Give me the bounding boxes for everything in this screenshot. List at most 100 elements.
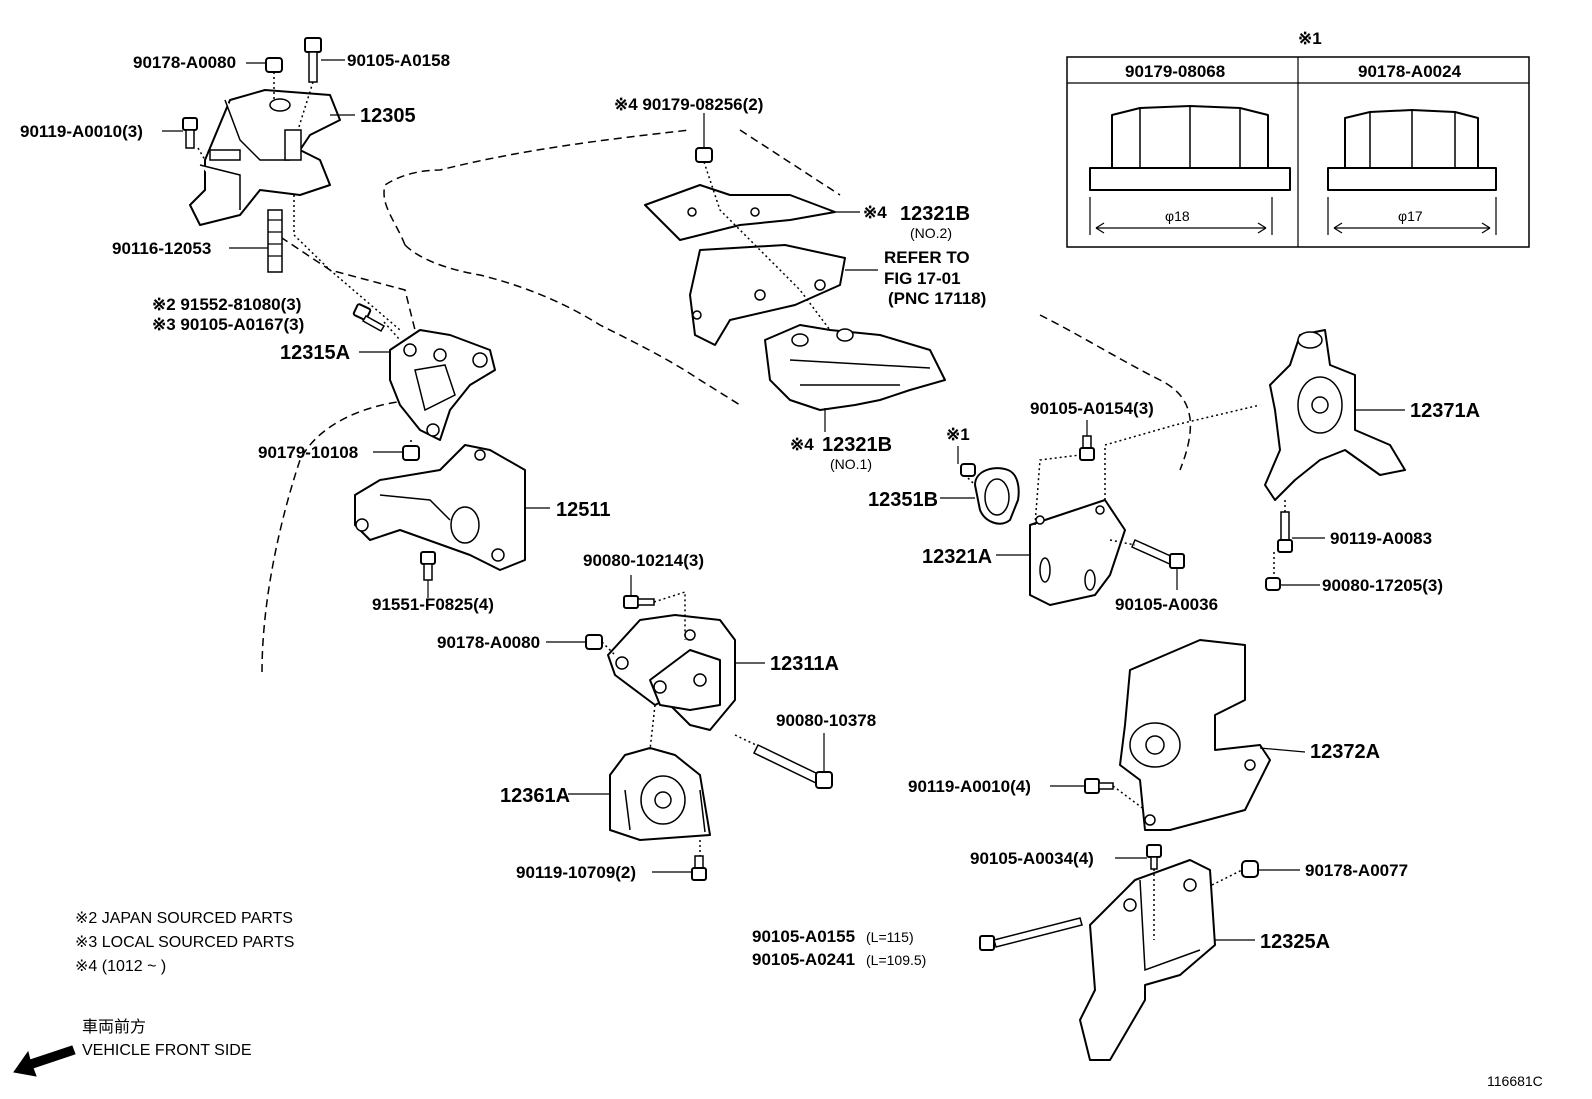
dashed-guides [197, 72, 1286, 940]
table-col2-header: 90178-A0024 [1358, 62, 1462, 81]
callout-90105-A0241: 90105-A0241 [752, 950, 855, 969]
callout-12361A: 12361A [500, 785, 570, 807]
table-col2-dimension: φ17 [1398, 208, 1423, 224]
callout-90179-08256: ※4 90179-08256(2) [614, 95, 763, 114]
vehicle-front-indicator: 車両前方 VEHICLE FRONT SIDE [13, 1018, 252, 1077]
callout-12325A: 12325A [1260, 931, 1330, 953]
callout-90178-A0077: 90178-A0077 [1305, 861, 1408, 880]
bolt-90119-A0010-3 [182, 117, 198, 149]
callout-91551-F0825: 91551-F0825(4) [372, 595, 494, 614]
flange-nut-large-icon [1089, 105, 1291, 191]
part-12315A-bracket [389, 329, 496, 441]
callout-refer-to: REFER TO [884, 248, 970, 267]
callout-90119-A0083: 90119-A0083 [1330, 529, 1432, 548]
bolt-91551-F0825 [420, 551, 436, 581]
part-heat-shield-refer-fig [689, 244, 846, 346]
bolt-90105-A0155 [979, 917, 1083, 951]
bolt-90080-10214 [623, 595, 655, 609]
callout-90119-A0010-3: 90119-A0010(3) [20, 122, 143, 141]
callout-12321B-no1: 12321B [822, 434, 892, 456]
engine-outline [261, 129, 1192, 673]
callout-90178-A0080-top: 90178-A0080 [133, 53, 236, 72]
callout-90080-10378: 90080-10378 [776, 711, 876, 730]
callout-91552-81080: ※2 91552-81080(3) [152, 295, 301, 314]
note-local-sourced: ※3 LOCAL SOURCED PARTS [75, 934, 294, 951]
callout-l115: (L=115) [866, 929, 914, 945]
callout-12371A: 12371A [1410, 400, 1480, 422]
table-col1-header: 90179-08068 [1125, 62, 1225, 81]
callout-90105-A0155: 90105-A0155 [752, 927, 855, 946]
leader-lines [162, 59, 1405, 941]
callout-90119-A0010-4: 90119-A0010(4) [908, 777, 1031, 796]
callout-90105-A0154: 90105-A0154(3) [1030, 399, 1154, 418]
part-12305-engine-mount [189, 89, 341, 226]
figure-code: 116681C [1487, 1073, 1543, 1089]
callout-90116-12053: 90116-12053 [112, 239, 211, 258]
callout-12305: 12305 [360, 105, 416, 127]
bolt-90119-A0083 [1277, 511, 1293, 553]
vehicle-front-jp: 車両前方 [82, 1018, 146, 1036]
part-12321B-no2-insulator [644, 184, 836, 241]
callout-12321B-no2: 12321B [900, 203, 970, 225]
bolt-90105-A0154 [1079, 435, 1095, 461]
callout-12372A: 12372A [1310, 741, 1380, 763]
callout-12315A: 12315A [280, 342, 350, 364]
callout-no2: (NO.2) [910, 225, 952, 241]
callout-12311A: 12311A [770, 653, 839, 675]
bolt-90105-A0034 [1146, 844, 1162, 870]
nut-90179-10108 [402, 445, 420, 461]
callout-90080-10214: 90080-10214(3) [583, 551, 704, 570]
callout-mark1-nut: ※1 [946, 425, 970, 444]
nut-90178-A0077 [1241, 860, 1259, 878]
table-mark: ※1 [1298, 29, 1322, 48]
bolt-90105-A0158 [304, 37, 322, 83]
nut-90178-A0080-top [265, 57, 283, 73]
part-12371A-mount [1264, 329, 1406, 501]
callout-90105-A0167: ※3 90105-A0167(3) [152, 315, 304, 334]
bolt-90119-10709 [691, 855, 707, 881]
bolt-90105-A0036 [1131, 539, 1185, 569]
part-12351B-stopper [974, 467, 1020, 525]
vehicle-front-en: VEHICLE FRONT SIDE [82, 1042, 252, 1059]
front-arrow-icon [13, 1045, 76, 1077]
callout-12321A: 12321A [922, 546, 992, 568]
part-12311A-bracket [607, 614, 736, 731]
bolt-90119-A0010-4 [1084, 778, 1114, 794]
callout-90178-A0080-mid: 90178-A0080 [437, 633, 540, 652]
callout-90105-A0034: 90105-A0034(4) [970, 849, 1094, 868]
callout-mark4-no2: ※4 [863, 203, 887, 222]
callout-90179-10108: 90179-10108 [258, 443, 358, 462]
table-col1-dimension: φ18 [1165, 208, 1190, 224]
stud-90116-12053 [267, 209, 283, 273]
part-12321B-no1-insulator [764, 324, 946, 411]
nut-90178-A0080-mid [585, 634, 603, 650]
note-mark4-date: ※4 (1012 ~ ) [75, 958, 166, 975]
part-12372A-mount [1119, 639, 1271, 831]
callout-fig-17-01: FIG 17-01 [884, 269, 961, 288]
part-12511-bracket [354, 444, 526, 571]
callout-90080-17205: 90080-17205(3) [1322, 576, 1443, 595]
callout-90119-10709: 90119-10709(2) [516, 863, 636, 882]
callout-pnc-17118: (PNC 17118) [888, 289, 986, 308]
part-12361A-insulator [609, 747, 711, 841]
bolt-91552-81080 [352, 303, 386, 333]
bolt-90080-10378 [752, 744, 833, 789]
callout-l109-5: (L=109.5) [866, 952, 926, 968]
callout-no1: (NO.1) [830, 456, 872, 472]
callout-90105-A0158: 90105-A0158 [347, 51, 450, 70]
footnotes: ※2 JAPAN SOURCED PARTS ※3 LOCAL SOURCED … [75, 910, 294, 975]
nut-90179-08256 [695, 147, 713, 163]
callout-labels: 90178-A0080 90105-A0158 12305 90119-A001… [20, 51, 1480, 969]
callout-12351B: 12351B [868, 489, 938, 511]
note-japan-sourced: ※2 JAPAN SOURCED PARTS [75, 910, 293, 927]
nut-90080-17205 [1265, 577, 1281, 591]
flange-nut-small-icon [1327, 109, 1497, 191]
callout-90105-A0036: 90105-A0036 [1115, 595, 1218, 614]
part-12321A-bracket [1029, 499, 1126, 606]
nut-1-small [960, 463, 976, 477]
nut-comparison-table: ※1 90179-08068 90178-A0024 φ18 φ17 [1066, 29, 1530, 248]
part-12325A-bracket [1079, 859, 1216, 1061]
callout-mark4-no1: ※4 [790, 435, 814, 454]
callout-12511: 12511 [556, 499, 611, 521]
